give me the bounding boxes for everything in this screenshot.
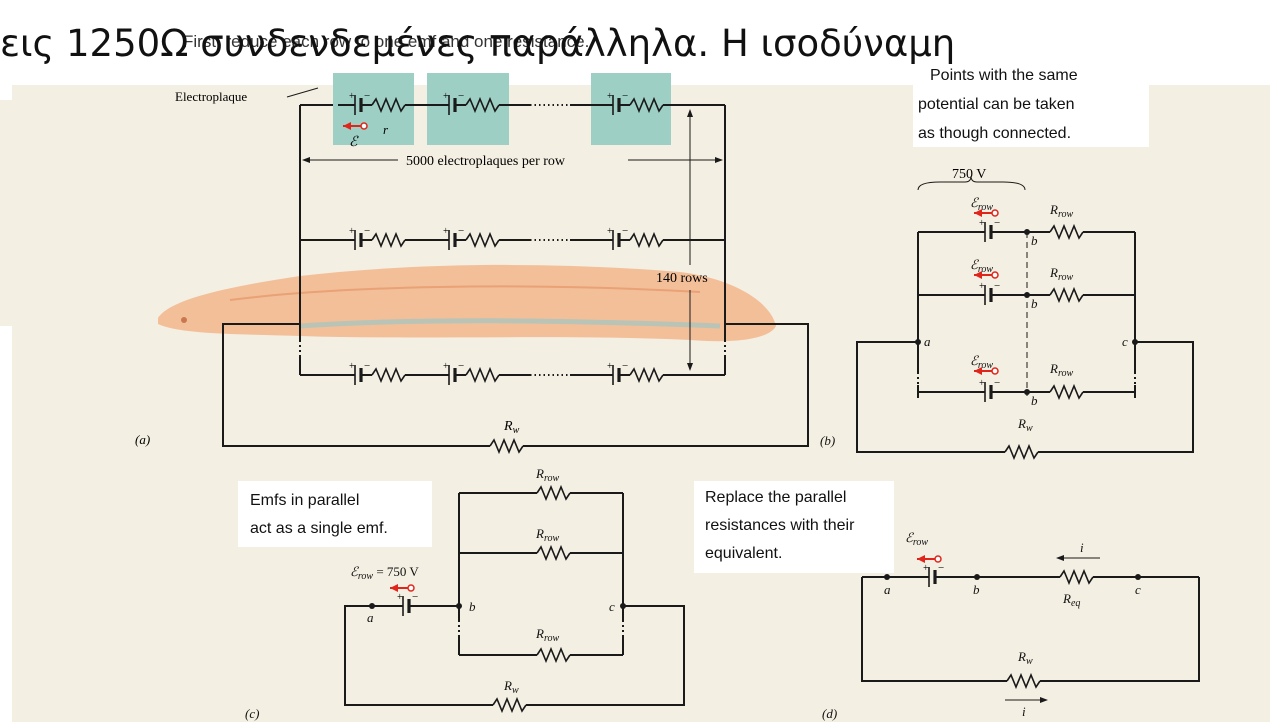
svg-text:Rrow: Rrow bbox=[535, 466, 559, 484]
rows-dimension bbox=[687, 109, 693, 371]
svg-text:c: c bbox=[1135, 582, 1141, 597]
svg-text:ℰrow = 750 V: ℰrow = 750 V bbox=[350, 564, 419, 582]
panel-b: Points with the same potential can be ta… bbox=[820, 55, 1194, 459]
panel-a: Electroplaque r ℰ 5000 electroplaques pe… bbox=[135, 73, 809, 453]
row-3 bbox=[300, 358, 725, 387]
figure-background bbox=[12, 85, 1270, 722]
row-b-1 bbox=[918, 208, 1135, 244]
svg-text:a: a bbox=[884, 582, 891, 597]
svg-text:i: i bbox=[1080, 540, 1084, 555]
caption-c: (c) bbox=[245, 706, 259, 721]
svg-text:Rw: Rw bbox=[1017, 649, 1033, 667]
voltage-label: 750 V bbox=[952, 167, 986, 182]
note-c: Emfs in parallel act as a single emf. bbox=[250, 492, 388, 537]
panel-d: Replace the parallel resistances with th… bbox=[694, 481, 1200, 721]
svg-text:i: i bbox=[1022, 704, 1026, 719]
note-c-box bbox=[238, 481, 432, 547]
note-b-box bbox=[913, 55, 1149, 147]
rows-label: 140 rows bbox=[656, 271, 708, 286]
figure-background-left bbox=[0, 100, 12, 326]
svg-text:a: a bbox=[924, 334, 931, 349]
svg-text:ℰrow: ℰrow bbox=[905, 530, 928, 548]
svg-text:b: b bbox=[469, 599, 476, 614]
note-d-box bbox=[694, 481, 894, 573]
electroplaque-label: Electroplaque bbox=[175, 89, 247, 104]
svg-text:b: b bbox=[973, 582, 980, 597]
electroplaque-box-2 bbox=[427, 73, 509, 145]
svg-text:c: c bbox=[1122, 334, 1128, 349]
svg-text:Rrow: Rrow bbox=[535, 526, 559, 544]
svg-text:Req: Req bbox=[1062, 591, 1080, 609]
svg-text:Rrow: Rrow bbox=[1049, 265, 1073, 283]
svg-text:ℰrow: ℰrow bbox=[970, 353, 993, 371]
note-b: Points with the same potential can be ta… bbox=[918, 67, 1082, 142]
svg-text:b: b bbox=[1031, 393, 1038, 408]
slide-title: εις 1250Ω συνδενδεμένες παράλληλα. Η ισο… bbox=[0, 22, 956, 65]
svg-text:Rw: Rw bbox=[1017, 416, 1033, 434]
svg-text:ℰrow: ℰrow bbox=[970, 257, 993, 275]
rw-label: Rw bbox=[503, 419, 520, 436]
row-b-3 bbox=[918, 366, 1135, 404]
caption-d: (d) bbox=[822, 706, 837, 721]
per-row-dimension bbox=[302, 157, 723, 163]
svg-text:Rrow: Rrow bbox=[1049, 361, 1073, 379]
svg-text:Rrow: Rrow bbox=[535, 626, 559, 644]
caption-a: (a) bbox=[135, 432, 150, 447]
svg-text:Rrow: Rrow bbox=[1049, 202, 1073, 220]
svg-text:Rw: Rw bbox=[503, 678, 519, 696]
emf-label: ℰ bbox=[349, 135, 359, 150]
per-row-label: 5000 electroplaques per row bbox=[406, 154, 566, 169]
note-d: Replace the parallel resistances with th… bbox=[705, 489, 859, 562]
panel-c: Emfs in parallel act as a single emf. bbox=[238, 466, 685, 721]
svg-text:b: b bbox=[1031, 233, 1038, 248]
svg-text:b: b bbox=[1031, 296, 1038, 311]
caption-b: (b) bbox=[820, 433, 835, 448]
row-b-2 bbox=[918, 270, 1135, 307]
svg-text:a: a bbox=[367, 610, 374, 625]
row-2 bbox=[300, 223, 725, 252]
svg-text:ℰrow: ℰrow bbox=[970, 195, 993, 213]
figure-subtitle: First, reduce each row to one emf and on… bbox=[183, 32, 590, 51]
row-1 bbox=[300, 88, 725, 131]
svg-text:c: c bbox=[609, 599, 615, 614]
r-label: r bbox=[383, 122, 389, 137]
